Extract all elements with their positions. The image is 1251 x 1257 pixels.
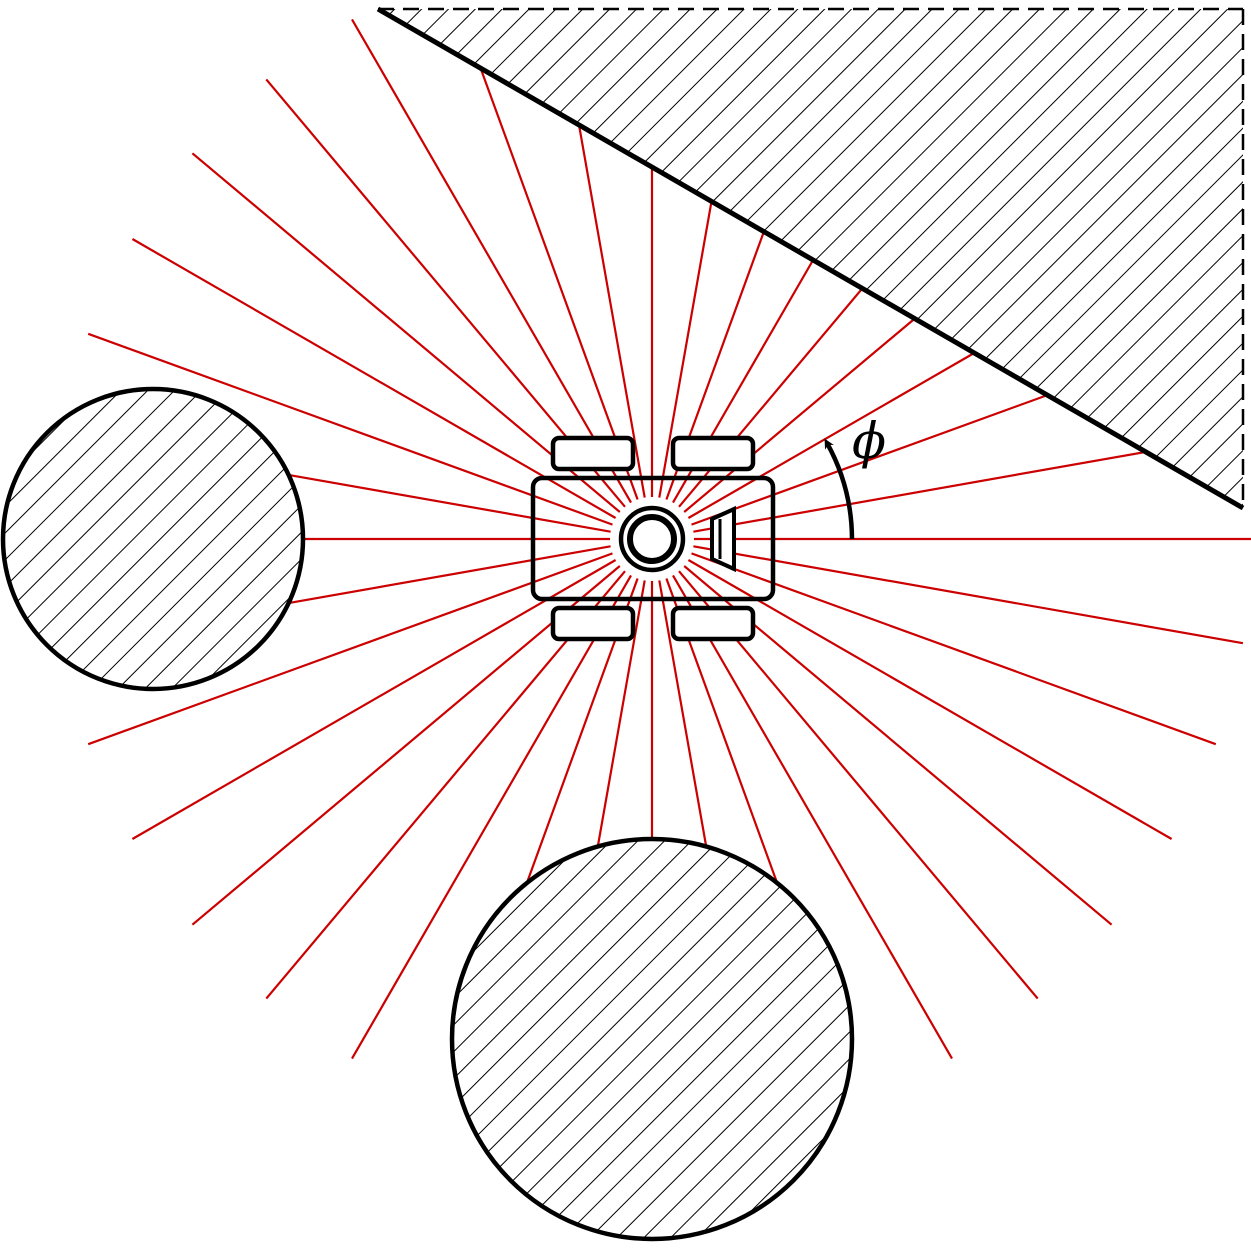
lidar-ray <box>678 287 864 508</box>
lidar-ray <box>131 238 617 519</box>
angle-indicator: ϕ <box>824 412 886 540</box>
wheel-front-left <box>550 435 636 472</box>
lidar-ray <box>87 332 613 526</box>
lidar-ray <box>288 545 611 605</box>
front-camera <box>710 505 736 573</box>
wall-obstacle <box>376 6 1245 511</box>
lidar-ray <box>693 450 1146 533</box>
lidar-ray <box>265 570 626 1000</box>
lidar-ray <box>678 570 1039 1000</box>
angle-label: ϕ <box>852 412 886 470</box>
lidar-ray <box>687 559 1173 840</box>
lidar-ray <box>288 473 611 533</box>
lidar-ray <box>191 565 621 926</box>
robot-body <box>530 475 776 602</box>
lidar-ray <box>683 565 1113 926</box>
lidar-ray <box>687 352 975 519</box>
lidar-ray <box>658 580 708 847</box>
lidar-ray <box>691 394 1048 526</box>
lidar-ray <box>351 18 632 504</box>
lidar-ray <box>672 574 953 1060</box>
lidar-ray <box>691 552 1217 746</box>
lidar-ray <box>577 124 646 498</box>
bottom-circle-obstacle <box>449 836 855 1242</box>
lidar-ray <box>658 201 713 498</box>
lidar-ray <box>351 574 632 1060</box>
lidar-ray <box>191 152 621 513</box>
left-circle-obstacle <box>0 386 306 692</box>
wheel-front-right <box>670 435 756 472</box>
robot <box>530 435 776 642</box>
lidar-ray <box>693 545 1244 645</box>
lidar-ray <box>131 559 617 840</box>
lidar-sensor <box>611 498 693 580</box>
wheel-rear-right <box>670 605 756 642</box>
lidar-ray <box>596 580 646 847</box>
lidar-ray <box>265 78 626 508</box>
lidar-ray <box>87 552 613 746</box>
lidar-ray <box>479 67 639 500</box>
wheel-rear-left <box>550 605 636 642</box>
